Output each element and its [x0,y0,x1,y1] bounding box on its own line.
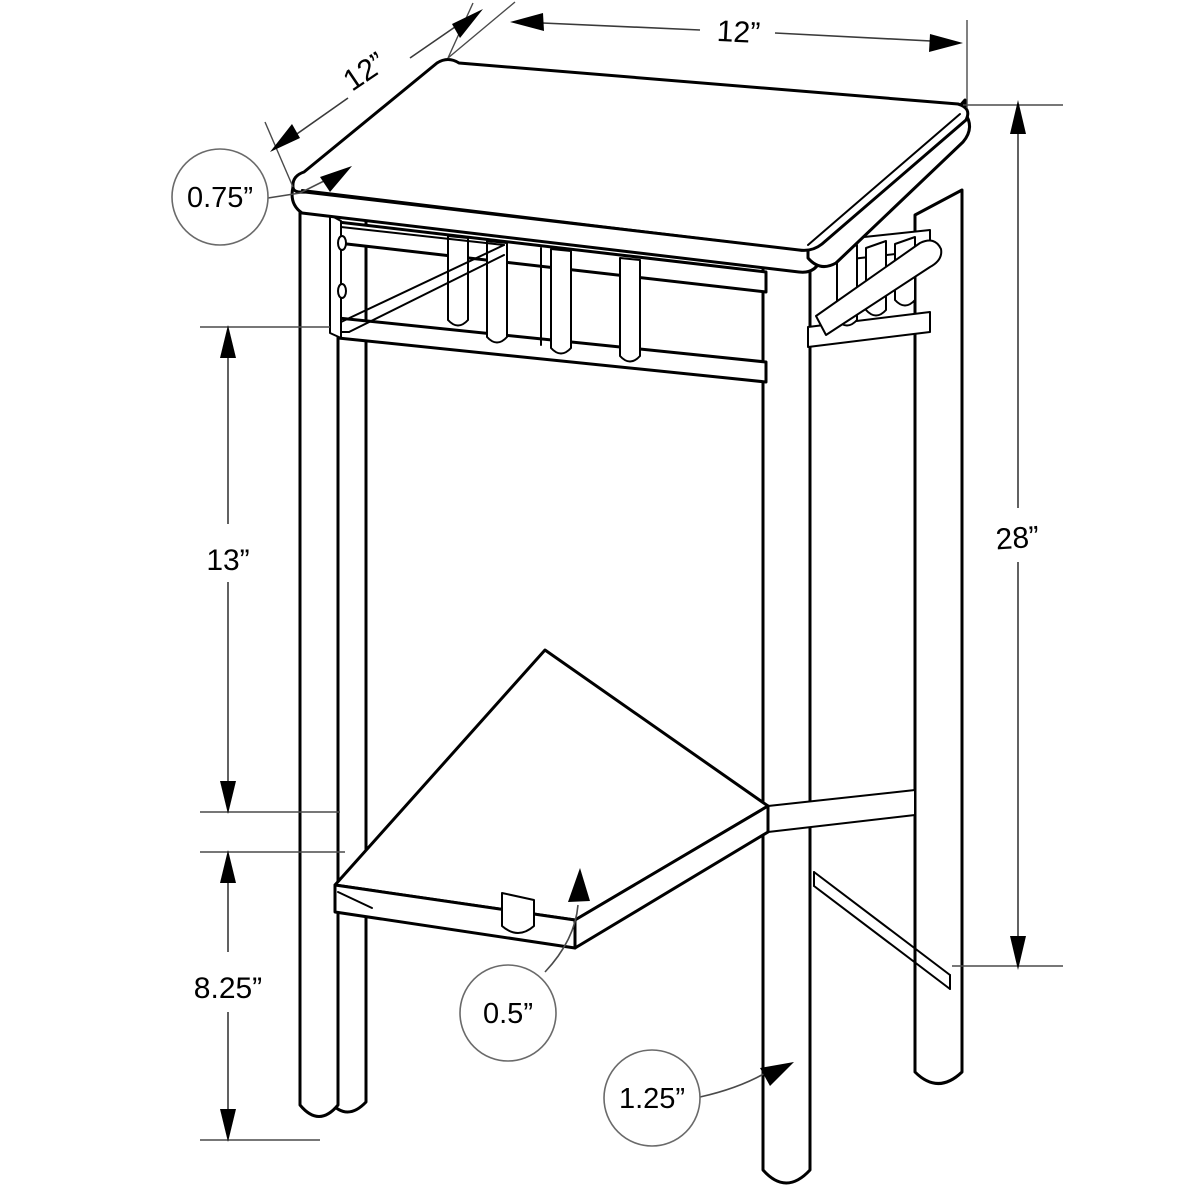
dimension-width-12in: 12” [447,1,968,108]
front-spindle-4 [619,257,641,363]
dimension-label-width: 12” [716,15,761,50]
front-spindle-2 [486,240,508,344]
table-top [290,58,971,274]
table-top-surface [291,58,970,252]
left-panel-diagonal-brace-lower [348,254,505,333]
left-side-panel [329,214,505,341]
left-panel-brace-end [340,321,350,333]
left-panel-post [329,214,342,339]
callout-label-leg-diameter: 1.25” [619,1083,685,1115]
front-face-panel [336,220,768,384]
callout-leader-05 [544,904,579,973]
callout-label-top-thickness: 0.75” [187,182,253,214]
dimension-label-lower-clearance: 8.25” [194,972,262,1005]
callout-shelf-thickness: 0.5” [459,868,590,1062]
shelf-bracket-left [337,891,373,909]
callout-bubble-05 [459,964,557,1062]
callout-top-thickness: 0.75” [171,148,352,246]
dimension-upper-13in: 13” [200,325,340,814]
shelf-brace-right-top [813,871,951,976]
callout-label-shelf-thickness: 0.5” [483,998,533,1030]
table-top-seam-right [807,113,961,246]
dimension-label-total-height: 28” [995,521,1041,557]
dimension-label-upper-clearance: 13” [206,544,249,577]
fastener-oval-bottom [337,283,347,299]
callout-bubble-075 [171,148,269,246]
right-side-panel [807,229,943,348]
dimension-height-28in: 28” [952,100,1063,970]
upper-frame [329,214,943,384]
table-top-seam-front [301,189,800,251]
dimension-lower-825in: 8.25” [194,850,345,1142]
shelf-support-peg [501,892,535,934]
fastener-oval-top [337,235,347,251]
front-spindle-1 [447,235,469,327]
leg-front-right [761,236,812,1185]
right-horizontal-rod [815,239,943,336]
shelf-brace-right-bottom [813,885,951,990]
callout-leg-diameter: 1.25” [603,1049,794,1147]
callout-leader-125 [699,1071,768,1098]
shelf-front-right-edge [573,804,770,950]
shelf-top-surface [333,648,770,922]
leg-rear-right [913,188,964,1085]
lower-shelf [333,648,951,990]
dimension-label-depth: 12” [337,46,391,98]
right-panel-bottom-rail [807,311,931,348]
front-spindle-3 [550,248,572,355]
left-panel-top-edge [340,226,505,246]
callout-bubble-125 [603,1049,701,1147]
leg-front-left [298,184,340,1118]
left-panel-diagonal-brace-upper [340,244,505,323]
